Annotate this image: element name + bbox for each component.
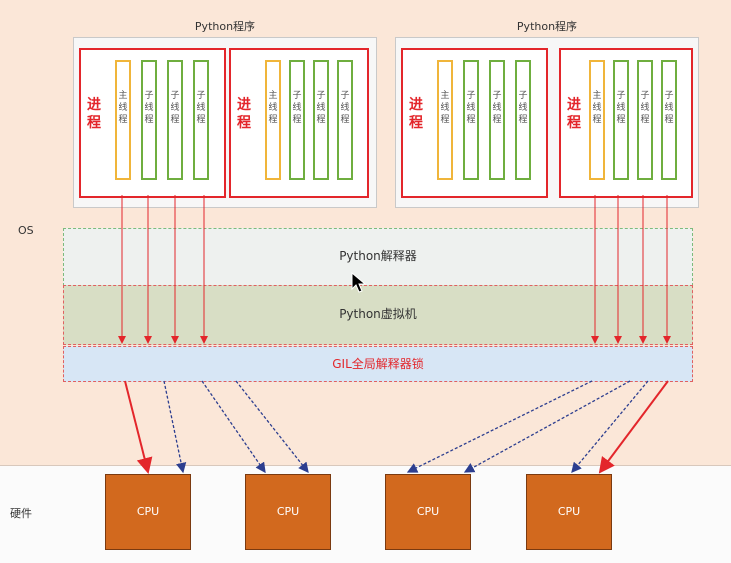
process-1-2: 进程 主线程 子线程 子线程 子线程 xyxy=(229,48,369,198)
sub-thread: 子线程 xyxy=(637,60,653,180)
program-title: Python程序 xyxy=(516,20,578,33)
cpu-3: CPU xyxy=(385,474,471,550)
mouse-cursor-icon xyxy=(351,272,367,293)
arrow-gil-cpu-wait xyxy=(235,380,309,474)
main-thread: 主线程 xyxy=(115,60,131,180)
thread-to-gil-arrows xyxy=(118,195,671,344)
python-program-2: Python程序 进程 主线程 子线程 子线程 子线程 进程 主线程 子线程 子… xyxy=(395,20,699,208)
process-label: 进程 xyxy=(237,97,251,131)
arrow-gil-cpu-wait xyxy=(163,380,187,474)
os-label: OS xyxy=(18,224,34,237)
cpu-1: CPU xyxy=(105,474,191,550)
sub-thread: 子线程 xyxy=(167,60,183,180)
process-1-1: 进程 主线程 子线程 子线程 子线程 xyxy=(79,48,226,198)
sub-thread: 子线程 xyxy=(515,60,531,180)
sub-thread: 子线程 xyxy=(661,60,677,180)
main-thread: 主线程 xyxy=(265,60,281,180)
python-vm-layer: Python虚拟机 xyxy=(63,285,693,345)
main-thread: 主线程 xyxy=(589,60,605,180)
process-label: 进程 xyxy=(567,97,581,131)
arrow-gil-cpu-wait xyxy=(406,380,593,473)
sub-thread: 子线程 xyxy=(613,60,629,180)
python-program-1: Python程序 进程 主线程 子线程 子线程 子线程 进程 主线程 子线程 子… xyxy=(73,20,377,208)
sub-thread: 子线程 xyxy=(313,60,329,180)
hardware-label: 硬件 xyxy=(10,507,32,520)
process-2-2: 进程 主线程 子线程 子线程 子线程 xyxy=(559,48,693,198)
sub-thread: 子线程 xyxy=(463,60,479,180)
main-thread: 主线程 xyxy=(437,60,453,180)
arrow-gil-cpu-active xyxy=(124,380,153,474)
arrow-gil-cpu-active xyxy=(598,380,669,474)
sub-thread: 子线程 xyxy=(337,60,353,180)
arrow-gil-cpu-wait xyxy=(201,380,266,474)
gil-to-cpu-waiting-arrows xyxy=(163,380,649,474)
sub-thread: 子线程 xyxy=(489,60,505,180)
process-label: 进程 xyxy=(409,97,423,131)
sub-thread: 子线程 xyxy=(193,60,209,180)
arrow-gil-cpu-wait xyxy=(463,380,631,473)
sub-thread: 子线程 xyxy=(141,60,157,180)
python-interpreter-layer: Python解释器 xyxy=(63,228,693,286)
cpu-2: CPU xyxy=(245,474,331,550)
cpu-4: CPU xyxy=(526,474,612,550)
process-label: 进程 xyxy=(87,97,101,131)
sub-thread: 子线程 xyxy=(289,60,305,180)
process-2-1: 进程 主线程 子线程 子线程 子线程 xyxy=(401,48,548,198)
gil-layer: GIL全局解释器锁 xyxy=(63,346,693,382)
program-title: Python程序 xyxy=(194,20,256,33)
